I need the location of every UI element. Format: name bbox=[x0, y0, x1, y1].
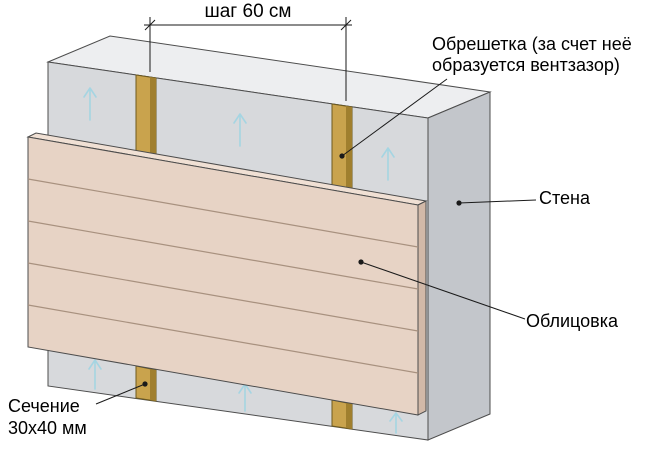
batten-bottom-right-shade bbox=[346, 403, 352, 429]
leader-dot-battens bbox=[339, 153, 345, 159]
batten-top-right bbox=[331, 103, 353, 195]
cladding-board-lines bbox=[27, 178, 419, 374]
vent-arrow-up-icon bbox=[83, 87, 97, 121]
leader-dot-wall bbox=[456, 200, 462, 206]
batten-bottom-right bbox=[331, 399, 353, 430]
leader-lines bbox=[95, 78, 537, 405]
leader-dot-cladding bbox=[358, 259, 364, 265]
vent-arrow-up-icon bbox=[389, 412, 403, 434]
label-section: Сечение 30х40 мм bbox=[8, 395, 87, 439]
leader-line-section bbox=[95, 383, 146, 405]
cladding-front-face bbox=[27, 136, 419, 416]
dimension-tick-right bbox=[340, 19, 352, 31]
label-wall: Стена bbox=[539, 188, 591, 208]
dimension-step bbox=[144, 17, 352, 101]
label-battens: Обрешетка (за счет неё образуется вентза… bbox=[432, 34, 632, 76]
wall-side-face bbox=[427, 91, 491, 441]
batten-top-right-shade bbox=[346, 106, 352, 194]
dimension-tick-left bbox=[144, 19, 156, 31]
label-battens-line1: Обрешетка (за счет неё bbox=[432, 34, 632, 54]
batten-bottom-left-shade bbox=[150, 369, 156, 401]
label-section-line1: Сечение bbox=[8, 396, 80, 416]
leader-dot-section bbox=[142, 381, 148, 387]
leader-line-cladding bbox=[360, 261, 526, 320]
batten-top-left bbox=[135, 74, 157, 161]
cladding bbox=[26, 132, 428, 416]
vent-arrow-up-icon bbox=[381, 147, 395, 181]
leader-line-battens bbox=[341, 78, 448, 157]
vent-arrow-up-icon bbox=[233, 113, 247, 147]
batten-top-left-shade bbox=[150, 77, 156, 160]
vent-arrows bbox=[83, 87, 403, 434]
vent-arrow-up-icon bbox=[88, 359, 102, 390]
cladding-side-edge bbox=[417, 200, 427, 416]
label-cladding: Облицовка bbox=[526, 311, 619, 331]
label-step-dimension: шаг 60 см bbox=[204, 1, 292, 22]
leader-line-wall bbox=[458, 199, 537, 204]
label-section-line2: 30х40 мм bbox=[8, 418, 87, 438]
label-battens-line2: образуется вентзазор) bbox=[432, 55, 620, 75]
